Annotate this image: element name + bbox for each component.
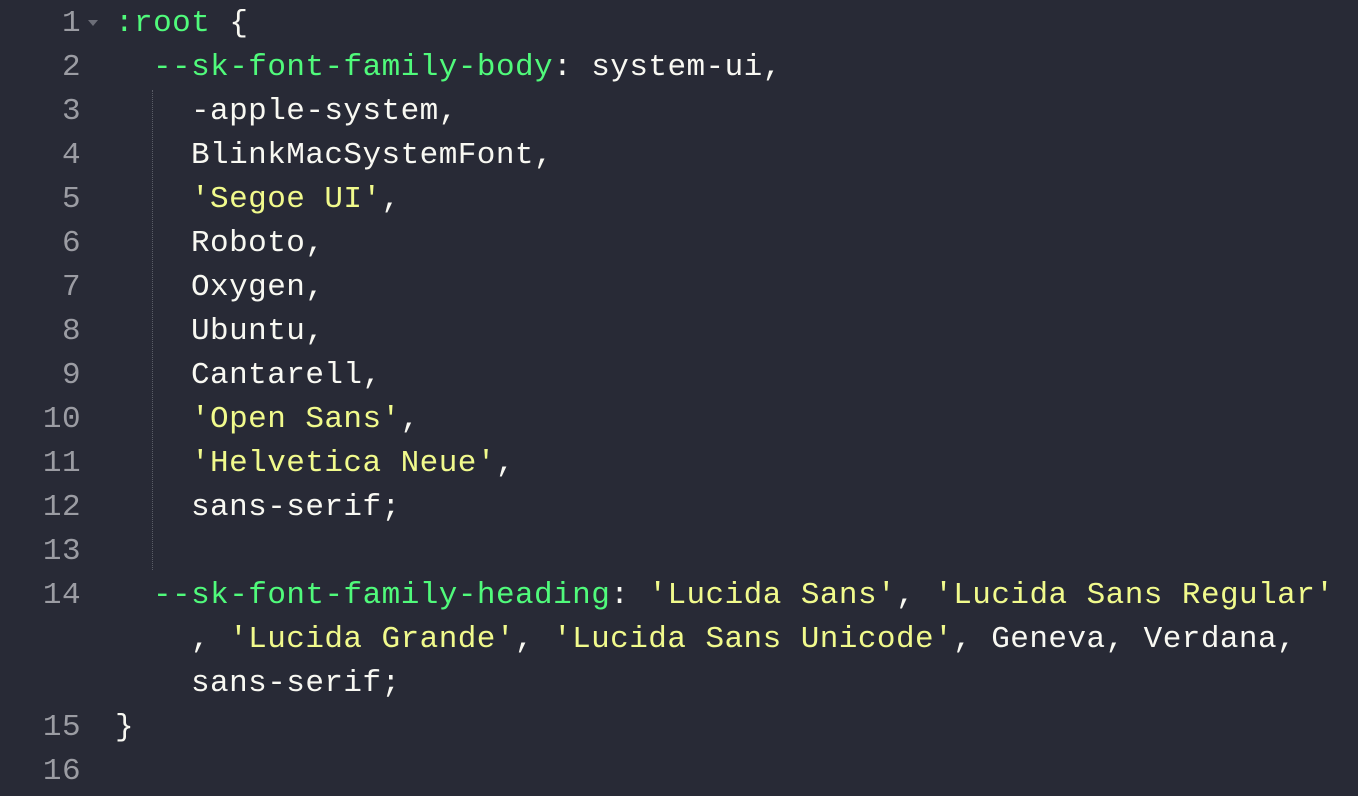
- line-number: 4: [61, 138, 81, 173]
- code-text: Oxygen,: [191, 266, 324, 310]
- code-text: BlinkMacSystemFont,: [191, 134, 553, 178]
- text-token: sans-serif;: [191, 490, 401, 525]
- line-number: 13: [42, 534, 81, 569]
- text-token: : system-ui,: [553, 50, 782, 85]
- line-number: 2: [61, 50, 81, 85]
- line-number: 16: [42, 754, 81, 789]
- selector-token: :root: [115, 6, 211, 41]
- text-token: Roboto,: [191, 226, 325, 261]
- code-text: }: [115, 706, 134, 750]
- line-number: 9: [61, 358, 81, 393]
- code-text: Roboto,: [191, 222, 324, 266]
- string-token: 'Helvetica Neue': [191, 446, 496, 481]
- string-token: 'Open Sans': [191, 402, 401, 437]
- text-token: sans-serif;: [191, 666, 401, 701]
- code-text: --sk-font-family-body: system-ui,: [153, 46, 782, 90]
- code-text: 'Helvetica Neue',: [191, 442, 515, 486]
- text-token: :: [610, 578, 649, 613]
- text-token: {: [210, 6, 249, 41]
- text-token: ,: [514, 622, 554, 657]
- line-number: 12: [42, 490, 81, 525]
- line-number: 14: [42, 578, 81, 613]
- string-token: 'Lucida Sans Unicode': [553, 622, 954, 657]
- string-token: 'Segoe UI': [191, 182, 382, 217]
- code-text: sans-serif;: [191, 662, 401, 706]
- line-number: 1: [61, 6, 81, 41]
- line-number: 8: [61, 314, 81, 349]
- line-number: 11: [42, 446, 81, 481]
- string-token: 'Lucida Sans': [648, 578, 897, 613]
- code-text: 'Segoe UI',: [191, 178, 401, 222]
- fold-arrow-icon[interactable]: [88, 20, 98, 26]
- string-token: 'Lucida Sans Regular': [934, 578, 1335, 613]
- code-text: , 'Lucida Grande', 'Lucida Sans Unicode'…: [191, 618, 1296, 662]
- line-number: 15: [42, 710, 81, 745]
- line-number: 3: [61, 94, 81, 129]
- text-token: ,: [191, 622, 230, 657]
- line-number: 10: [42, 402, 81, 437]
- line-number: 7: [61, 270, 81, 305]
- indent-guide: [152, 90, 153, 570]
- line-number: 6: [61, 226, 81, 261]
- property-token: --sk-font-family-heading: [153, 578, 611, 613]
- code-text: -apple-system,: [191, 90, 458, 134]
- line-number: 5: [61, 182, 81, 217]
- text-token: Cantarell,: [191, 358, 382, 393]
- code-text: :root {: [115, 2, 248, 46]
- text-token: Oxygen,: [191, 270, 325, 305]
- code-text: sans-serif;: [191, 486, 401, 530]
- code-text: --sk-font-family-heading: 'Lucida Sans',…: [153, 574, 1334, 618]
- code-text: 'Open Sans',: [191, 398, 420, 442]
- text-token: ,: [495, 446, 515, 481]
- text-token: ,: [896, 578, 935, 613]
- code-text: Ubuntu,: [191, 310, 324, 354]
- text-token: BlinkMacSystemFont,: [191, 138, 554, 173]
- text-token: ,: [400, 402, 420, 437]
- text-token: ,: [381, 182, 401, 217]
- text-token: , Geneva, Verdana,: [953, 622, 1297, 657]
- code-text: Cantarell,: [191, 354, 382, 398]
- string-token: 'Lucida Grande': [229, 622, 515, 657]
- text-token: }: [115, 710, 135, 745]
- text-token: Ubuntu,: [191, 314, 325, 349]
- text-token: -apple-system,: [191, 94, 458, 129]
- property-token: --sk-font-family-body: [153, 50, 554, 85]
